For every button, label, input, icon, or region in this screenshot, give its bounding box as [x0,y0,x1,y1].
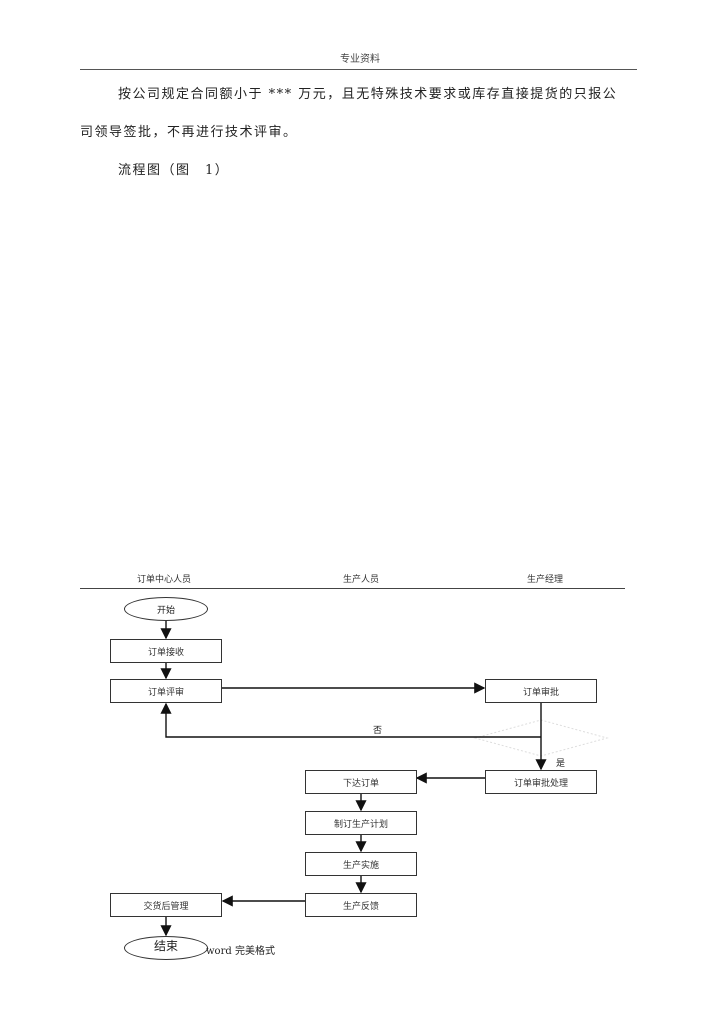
label-yes: 是 [556,759,566,769]
step-plan: 制订生产计划 [305,811,417,835]
end-node: 结束 [124,936,208,960]
paragraph-line-1: 按公司规定合同额小于 *** 万元，且无特殊技术要求或库存直接提货的只报公 [118,87,618,102]
figure-caption: 流程图（图 1） [118,163,230,178]
lane-production-manager: 生产经理 [527,575,564,585]
page-header: 专业资料 [340,54,380,65]
step-feedback: 生产反馈 [305,893,417,917]
step-implement: 生产实施 [305,852,417,876]
footer-text: word 完美格式 [206,946,275,957]
paragraph-line-2: 司领导签批，不再进行技术评审。 [80,125,298,140]
step-issue-order: 下达订单 [305,770,417,794]
lane-production-staff: 生产人员 [343,575,380,585]
lane-order-center: 订单中心人员 [137,575,192,585]
step-after-delivery: 交货后管理 [110,893,222,917]
step-approve-process: 订单审批处理 [485,770,597,794]
start-node: 开始 [124,597,208,621]
step-approve: 订单审批 [485,679,597,703]
label-no: 否 [373,726,383,736]
step-receive: 订单接收 [110,639,222,663]
step-review: 订单评审 [110,679,222,703]
